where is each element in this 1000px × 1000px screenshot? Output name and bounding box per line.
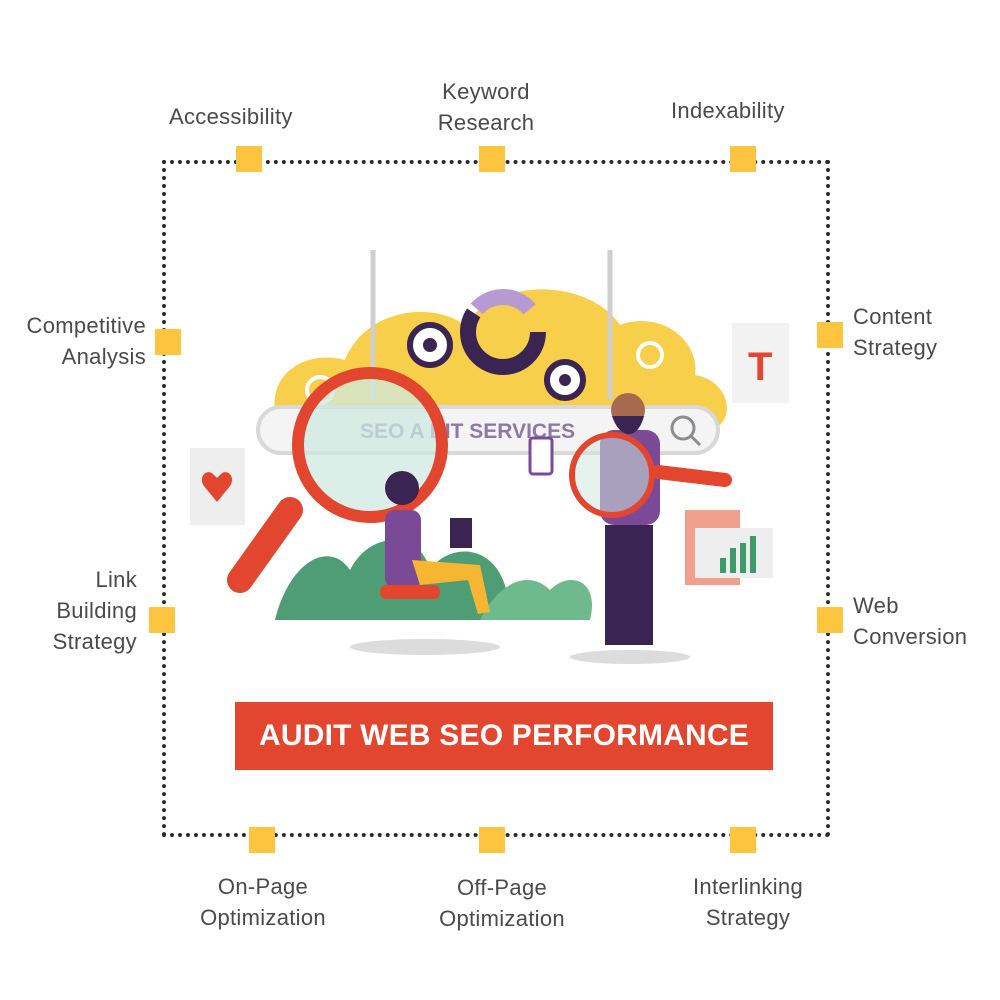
man-figure <box>528 393 732 664</box>
donut-chart <box>460 289 546 375</box>
label-competitive-analysis: Competitive Analysis <box>26 313 146 369</box>
document-letter: T <box>748 345 772 389</box>
gear-icon <box>636 341 664 369</box>
node-competitive-analysis <box>155 329 181 355</box>
chart-document-icon <box>685 510 773 585</box>
label-indexability: Indexability <box>671 98 785 123</box>
banner: AUDIT WEB SEO PERFORMANCE <box>235 702 773 770</box>
label-web-conversion: Web Conversion <box>853 593 968 649</box>
label-accessibility: Accessibility <box>169 104 293 129</box>
node-off-page <box>479 827 505 853</box>
label-link-building-strategy: Link Building Strategy <box>52 567 137 654</box>
woman-figure <box>350 471 500 655</box>
gear-icon <box>407 322 453 368</box>
seo-audit-illustration: SEO A DIT SERVICES T <box>190 250 789 664</box>
text-document-icon: T <box>732 323 789 403</box>
label-keyword-research: Keyword Research <box>437 79 535 135</box>
label-interlinking-strategy: Interlinking Strategy <box>693 874 803 930</box>
node-accessibility <box>236 146 262 172</box>
node-keyword-research <box>479 146 505 172</box>
node-web-conversion <box>817 607 843 633</box>
gear-icon <box>544 359 586 401</box>
node-content-strategy <box>817 322 843 348</box>
node-link-building <box>149 607 175 633</box>
node-interlinking <box>730 827 756 853</box>
label-on-page-optimization: On-Page Optimization <box>200 874 326 930</box>
node-on-page <box>249 827 275 853</box>
label-content-strategy: Content Strategy <box>853 304 938 360</box>
heart-document-icon <box>190 448 245 525</box>
search-icon <box>670 415 702 447</box>
node-indexability <box>730 146 756 172</box>
label-off-page-optimization: Off-Page Optimization <box>439 875 565 931</box>
